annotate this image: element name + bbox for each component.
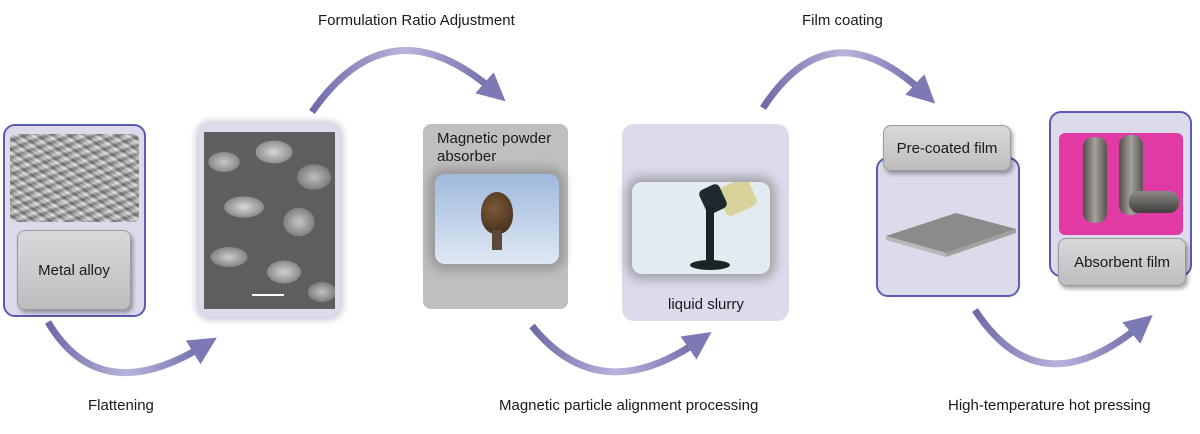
step-magnetic-powder: Magnetic powder absorber [437,130,552,165]
card-metal-alloy: Metal alloy [3,124,146,317]
arrow-alignment [529,323,712,376]
label-flattening: Flattening [88,397,154,414]
scale-bar [252,294,284,296]
label-coating: Film coating [802,12,883,29]
step-precoated-film: Pre-coated film [883,125,1011,171]
card-precoated-film [876,157,1020,297]
label-alignment: Magnetic particle alignment processing [499,397,759,414]
metal-wire-image [10,134,139,222]
label-formulation: Formulation Ratio Adjustment [318,12,515,29]
film-sheet-image [886,213,1016,257]
arrow-coating [760,49,936,110]
arrow-formulation [309,47,506,115]
arrow-flattening [44,320,217,377]
slurry-pour-image [632,182,770,274]
tubes-image [1059,133,1183,235]
step-metal-alloy: Metal alloy [17,230,131,310]
step-liquid-slurry: liquid slurry [668,296,744,313]
powder-flask-image [435,174,559,264]
card-liquid-slurry: liquid slurry [622,124,789,321]
label-hot-pressing: High-temperature hot pressing [948,397,1151,414]
card-magnetic-powder: Magnetic powder absorber [423,124,568,309]
arrow-hot-pressing [972,308,1153,368]
step-absorbent-film: Absorbent film [1058,238,1186,286]
sem-image [204,132,335,309]
card-sem-flakes [199,124,340,317]
